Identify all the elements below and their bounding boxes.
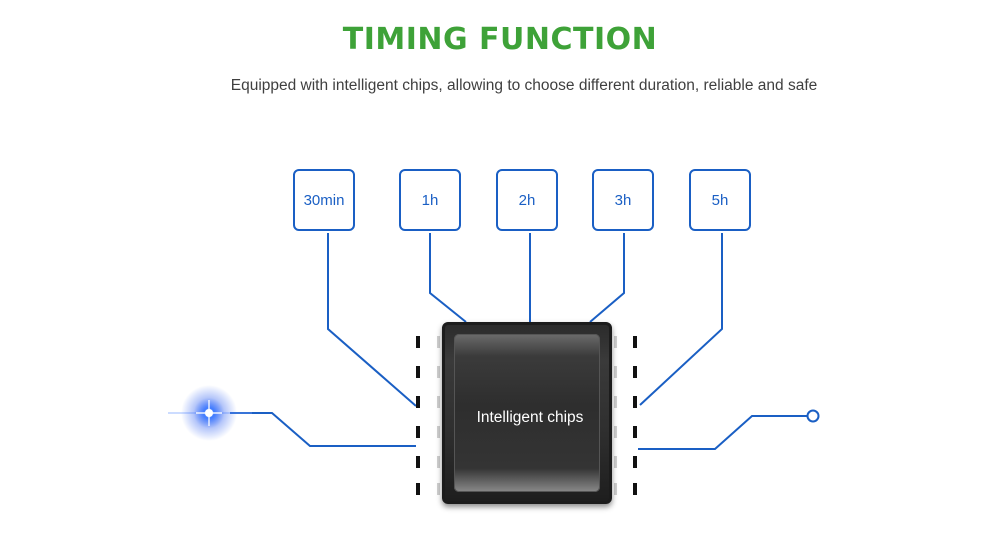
option-label: 1h [421,191,439,209]
line-5h [639,233,723,406]
chip-face [454,334,600,492]
line-30min [327,233,417,407]
option-5h: 5h [689,169,751,231]
page-subtitle: Equipped with intelligent chips, allowin… [230,77,818,94]
option-3h: 3h [592,169,654,231]
intelligent-chip: Intelligent chips [442,322,612,504]
line-3h [589,233,625,323]
option-30min: 30min [293,169,355,231]
option-label: 3h [614,191,632,209]
option-1h: 1h [399,169,461,231]
chip-pins [416,336,637,495]
option-label: 2h [518,191,536,209]
input-glow-icon [168,385,252,441]
option-label: 5h [711,191,729,209]
chip-label: Intelligent chips [476,409,584,426]
line-1h [429,233,467,323]
page-title: TIMING FUNCTION [342,22,658,57]
option-2h: 2h [496,169,558,231]
line-input [230,412,416,447]
line-output [638,415,808,450]
option-label: 30min [303,191,345,209]
output-terminal-icon [806,409,820,423]
